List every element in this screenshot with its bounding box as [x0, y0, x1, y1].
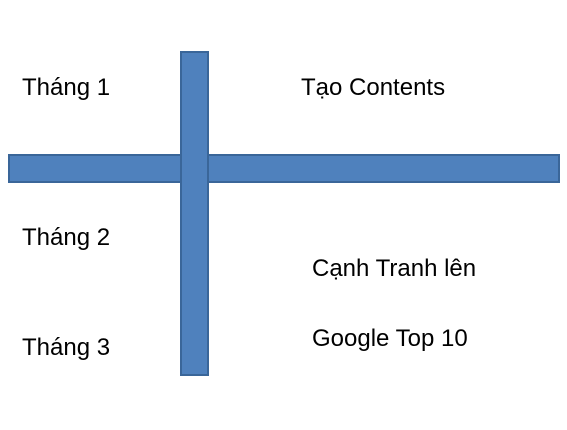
label-month-1: Tháng 1: [22, 74, 111, 101]
horizontal-divider-bar: [8, 154, 560, 183]
label-google-top10: Google Top 10: [312, 325, 468, 352]
label-month-3: Tháng 3: [22, 334, 111, 361]
vertical-divider-bar: [180, 51, 209, 376]
label-compete-up: Cạnh Tranh lên: [312, 255, 477, 282]
label-month-2: Tháng 2: [22, 224, 111, 251]
label-create-contents: Tạo Contents: [301, 74, 446, 101]
